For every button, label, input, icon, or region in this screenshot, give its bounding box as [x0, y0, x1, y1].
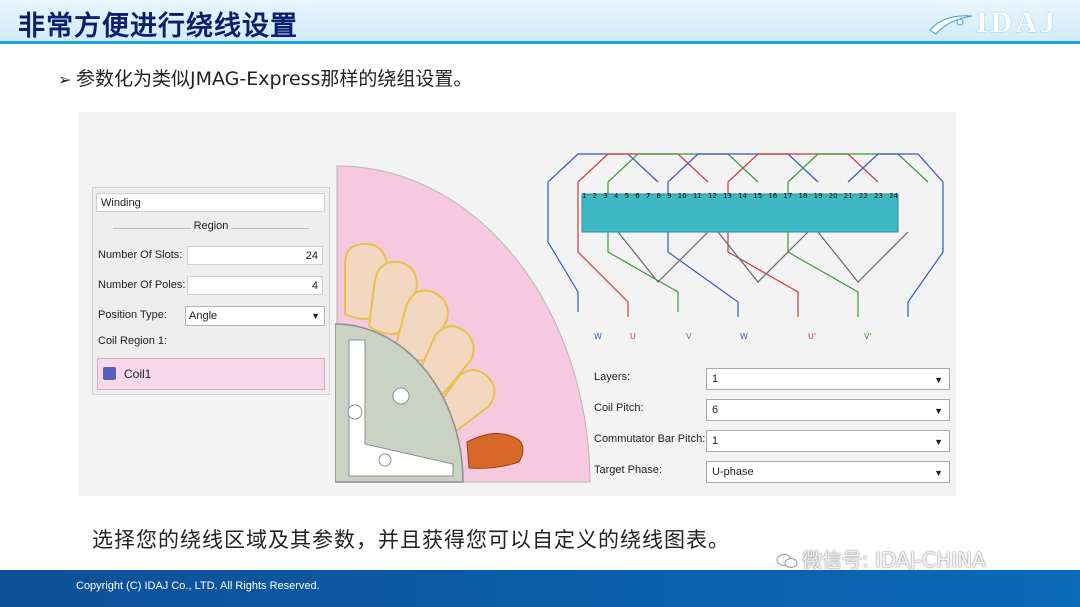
copyright-text: Copyright (C) IDAJ Co., LTD. All Rights …: [76, 580, 320, 592]
slot-number: 15: [753, 192, 763, 200]
slot-number: 17: [783, 192, 793, 200]
idaj-swoosh-icon: [929, 15, 973, 35]
slot-number: 13: [723, 192, 732, 200]
layers-label: Layers:: [594, 371, 631, 383]
coil-item-label: Coil1: [124, 367, 152, 381]
slot-number: 24: [889, 192, 898, 200]
coil-pitch-value: 6: [712, 404, 719, 416]
slot-number: 11: [692, 192, 702, 200]
slot-number: 19: [813, 192, 823, 200]
logo-text: IDAJ: [975, 6, 1058, 39]
slot-number: 22: [858, 192, 868, 200]
position-type-label: Position Type:: [98, 309, 167, 321]
position-type-select[interactable]: Angle ▼: [185, 306, 325, 326]
commutator-bar-pitch-select[interactable]: 1▼: [706, 430, 950, 452]
slot-number: 7: [645, 192, 651, 200]
dropdown-arrow-icon: ▼: [934, 437, 943, 447]
terminal-label: V': [864, 332, 872, 341]
dropdown-arrow-icon: ▼: [934, 468, 943, 478]
commutator-bar-pitch-label: Commutator Bar Pitch:: [594, 433, 706, 445]
winding-header: Winding: [96, 193, 325, 212]
slot-number: 14: [738, 192, 748, 200]
coil-pitch-select[interactable]: 6▼: [706, 399, 950, 421]
terminal-label: V: [686, 332, 692, 341]
coil-pitch-label: Coil Pitch:: [594, 402, 644, 414]
winding-property-panel: Winding Region Number Of Slots: 24 Numbe…: [92, 187, 330, 395]
slot-number: 8: [656, 192, 661, 200]
terminal-label: W: [740, 332, 748, 341]
poles-input[interactable]: 4: [187, 276, 323, 295]
slot-number: 5: [624, 192, 630, 200]
poles-label: Number Of Poles:: [98, 279, 186, 291]
title-rule: [0, 41, 1080, 44]
slots-input[interactable]: 24: [187, 246, 323, 265]
slot-number: 3: [603, 192, 608, 200]
slot-number: 16: [768, 192, 778, 200]
commutator-bar-pitch-value: 1: [712, 435, 719, 447]
slot-number: 1: [582, 192, 587, 200]
phase-terminals: W U V W U' V': [594, 332, 884, 344]
slot-number: 23: [873, 192, 883, 200]
slide-caption: 选择您的绕线区域及其参数，并且获得您可以自定义的绕线图表。: [92, 528, 730, 552]
target-phase-label: Target Phase:: [594, 464, 662, 476]
motor-cross-section: [335, 165, 591, 483]
terminal-label: U': [808, 332, 817, 341]
terminal-label: W: [594, 332, 602, 341]
slots-label: Number Of Slots:: [98, 249, 183, 261]
footer-bar: Copyright (C) IDAJ Co., LTD. All Rights …: [0, 570, 1080, 607]
slot-number: 4: [613, 192, 619, 200]
coil-region-label: Coil Region 1:: [98, 335, 168, 347]
title-bar: 非常方便进行绕线设置 IDAJ: [0, 0, 1080, 44]
bullet-text: 参数化为类似JMAG-Express那样的绕组设置。: [76, 68, 473, 90]
slot-number: 21: [843, 192, 853, 200]
winding-diagram: [547, 153, 944, 317]
slot-number: 9: [667, 192, 672, 200]
wechat-icon: [776, 554, 798, 568]
slot-number: 12: [707, 192, 717, 200]
coil-cube-icon: [103, 367, 116, 380]
wechat-watermark: 微信号: IDAJ-CHINA: [776, 544, 986, 573]
coil-list-item[interactable]: Coil1: [97, 358, 325, 390]
faded-background-text: [408, 120, 417, 136]
target-phase-value: U-phase: [712, 466, 754, 478]
winding-parameters: Layers: 1▼ Coil Pitch: 6▼ Commutator Bar…: [594, 366, 954, 490]
watermark-text: 微信号: IDAJ-CHINA: [802, 548, 986, 572]
slot-number: 6: [635, 192, 640, 200]
layers-select[interactable]: 1▼: [706, 368, 950, 390]
slide-title: 非常方便进行绕线设置: [18, 11, 298, 42]
dropdown-arrow-icon: ▼: [311, 311, 320, 321]
company-logo: IDAJ: [926, 6, 1058, 40]
slot-number: 10: [677, 192, 687, 200]
slot-number: 20: [828, 192, 838, 200]
layers-value: 1: [712, 373, 719, 385]
bullet-point: ➢参数化为类似JMAG-Express那样的绕组设置。: [58, 64, 472, 91]
dropdown-arrow-icon: ▼: [934, 406, 943, 416]
region-group-label: Region: [93, 220, 329, 232]
target-phase-select[interactable]: U-phase ▼: [706, 461, 950, 483]
dropdown-arrow-icon: ▼: [934, 375, 943, 385]
terminal-label: U: [630, 332, 636, 341]
bullet-arrow-icon: ➢: [58, 70, 72, 89]
slot-number: 18: [798, 192, 808, 200]
position-type-value: Angle: [189, 310, 218, 322]
slot-number: 2: [592, 192, 598, 200]
